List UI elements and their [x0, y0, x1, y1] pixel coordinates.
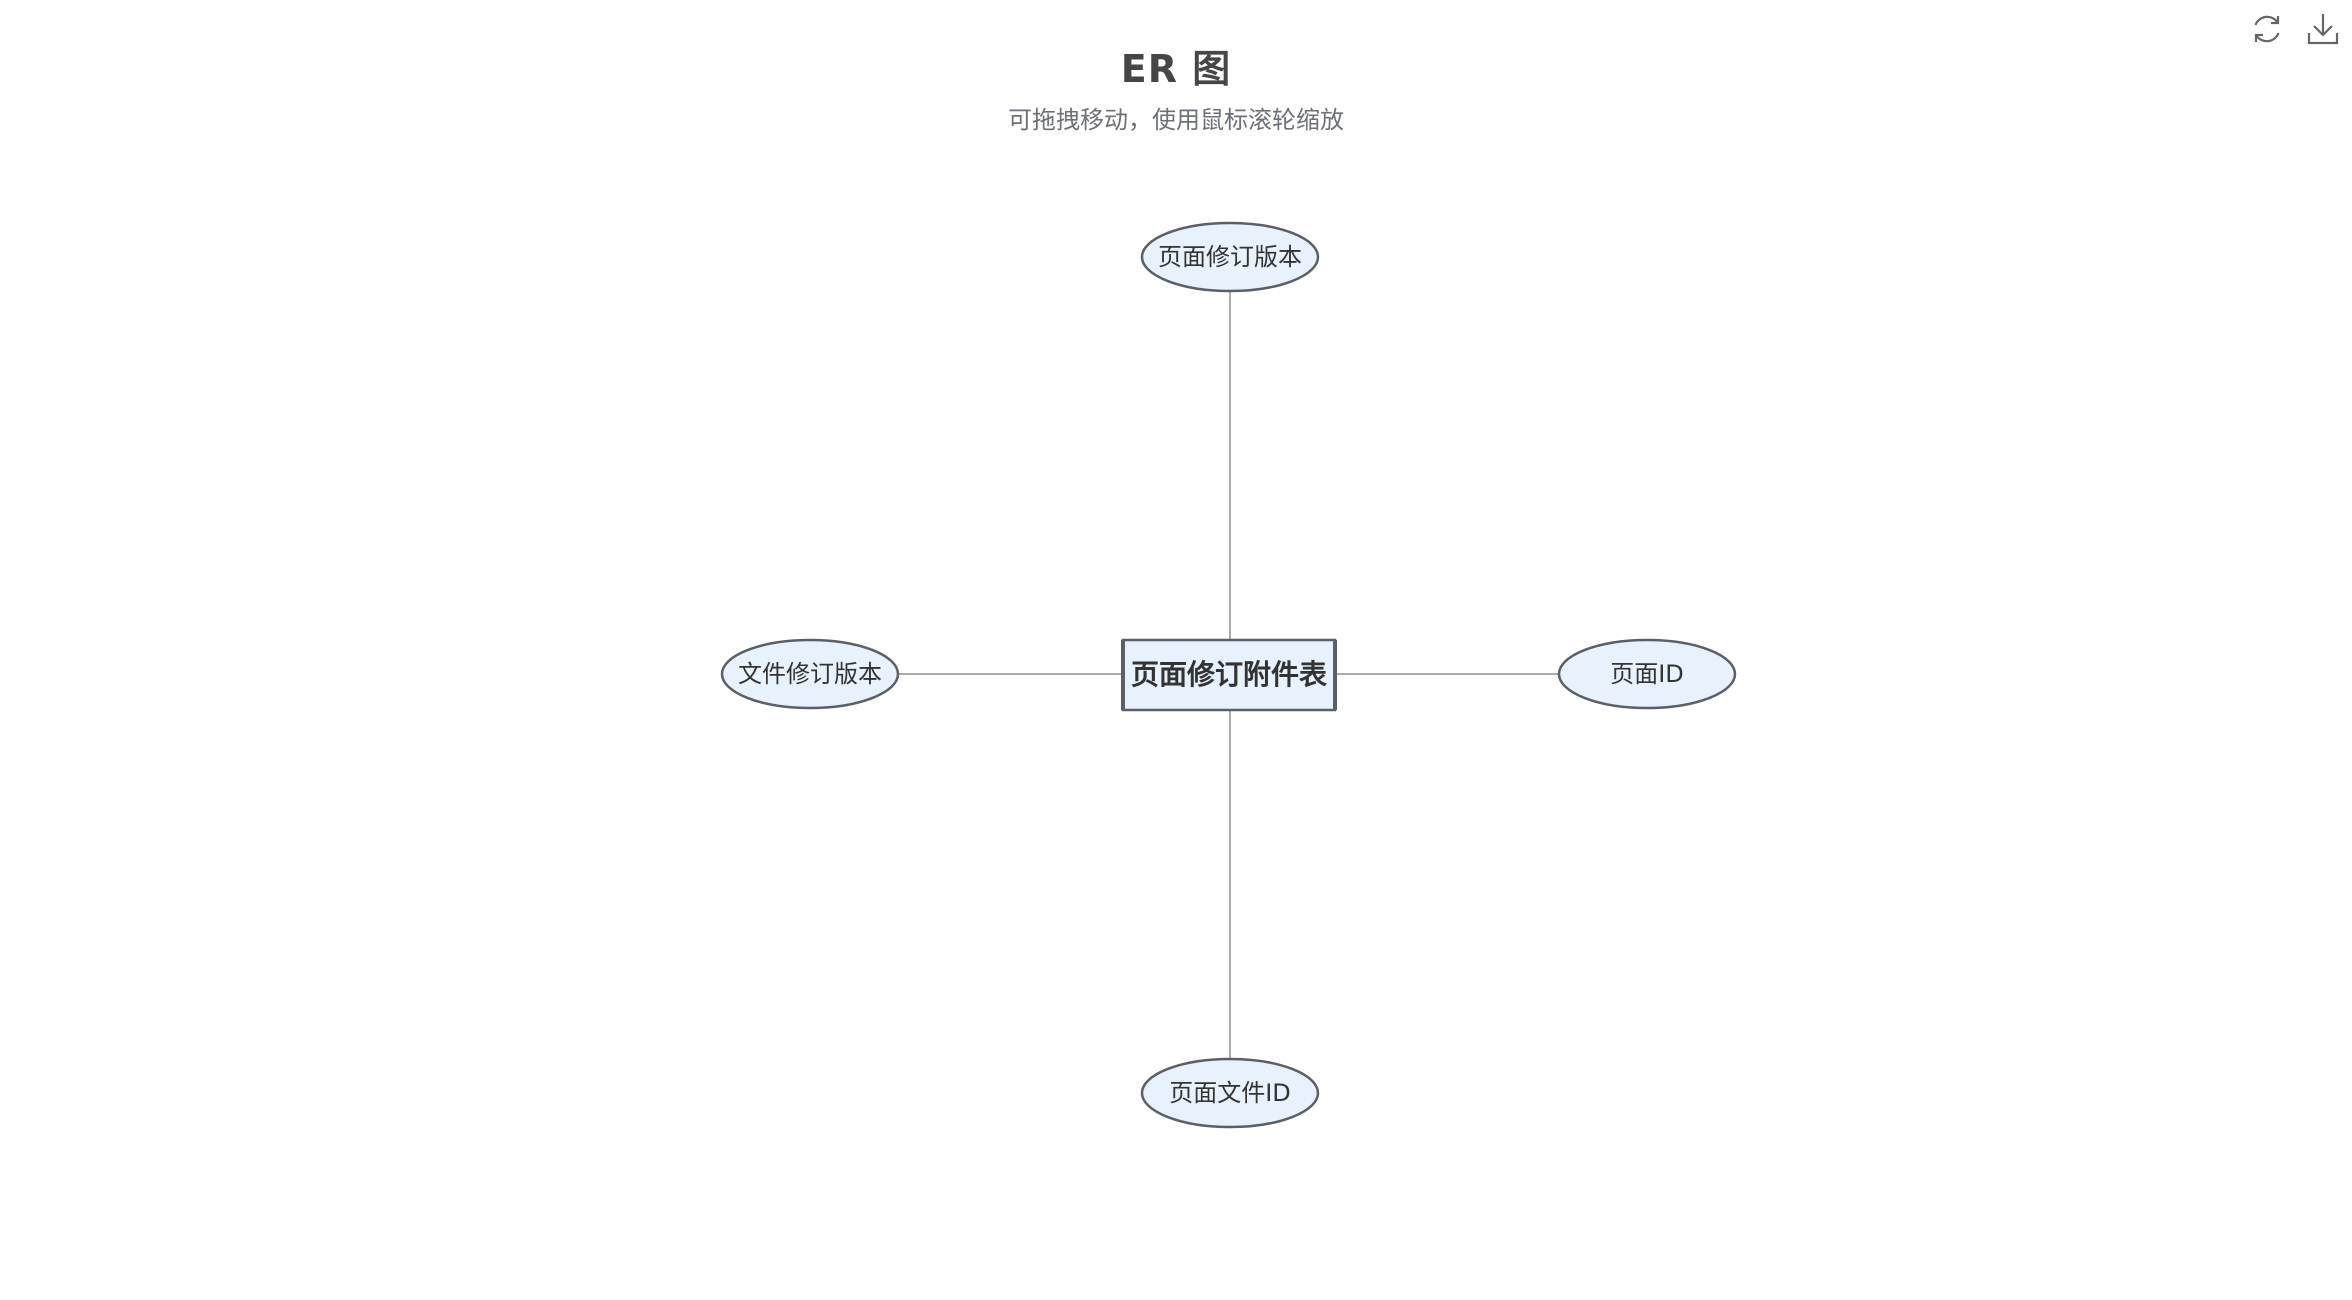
- attribute-node-bottom[interactable]: 页面文件ID: [1140, 1057, 1320, 1129]
- entity-label: 页面修订附件表: [1131, 658, 1327, 691]
- save-image-button[interactable]: [2304, 10, 2342, 48]
- page-subtitle: 可拖拽移动，使用鼠标滚轮缩放: [1008, 106, 1344, 134]
- download-icon: [2307, 14, 2339, 45]
- page-title: ER 图: [1120, 47, 1232, 91]
- attribute-node-left[interactable]: 文件修订版本: [720, 638, 900, 710]
- attribute-label: 页面文件ID: [1169, 1079, 1291, 1107]
- restore-button[interactable]: [2248, 10, 2286, 48]
- attribute-node-right[interactable]: 页面ID: [1557, 638, 1737, 710]
- attribute-label: 页面修订版本: [1158, 243, 1302, 271]
- toolbox: [2248, 10, 2342, 48]
- edges: [897, 290, 1560, 1058]
- attribute-label: 文件修订版本: [738, 660, 882, 688]
- refresh-icon: [2254, 15, 2280, 43]
- attribute-label: 页面ID: [1610, 660, 1684, 688]
- entity-node[interactable]: 页面修订附件表: [1121, 638, 1337, 712]
- attribute-node-top[interactable]: 页面修订版本: [1140, 221, 1320, 293]
